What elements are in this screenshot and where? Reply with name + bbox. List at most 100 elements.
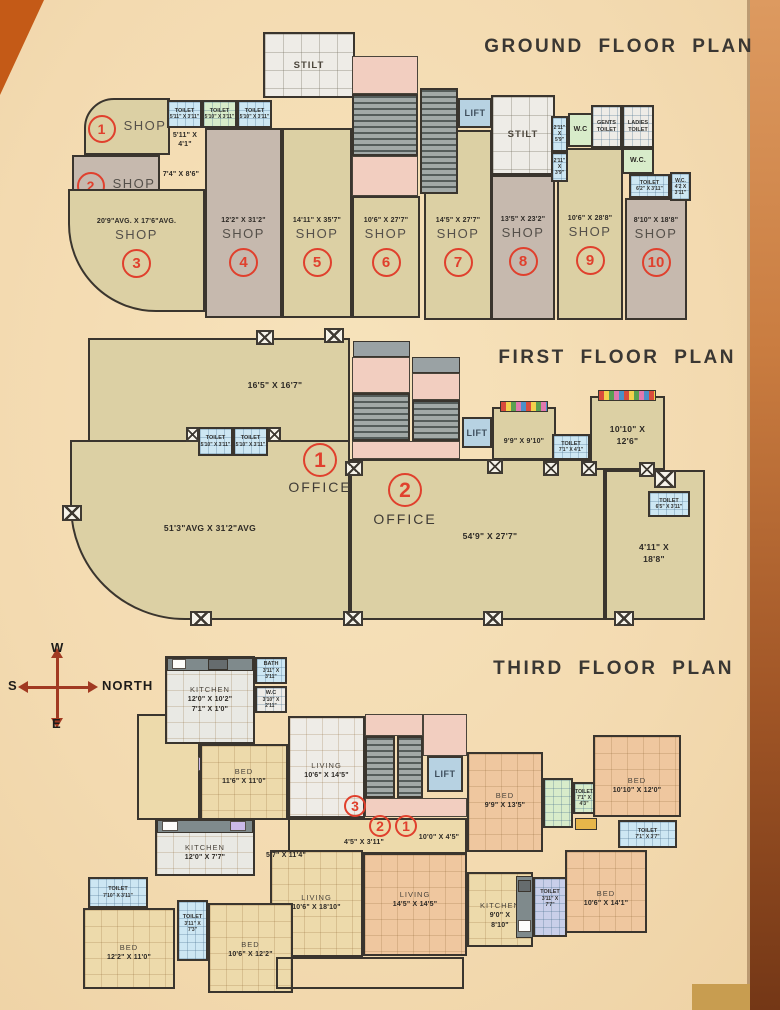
third-kitchen-2-label: 12'0" X 7'7" (184, 854, 226, 862)
third-kitchen-2: KITCHEN 12'0" X 7'7" (155, 818, 255, 876)
first-stairs-f1 (352, 393, 410, 441)
ground-shop-7-label: SHOP (436, 226, 480, 242)
third-stove-fixture (208, 659, 228, 670)
ground-shop-6-label: 10'6" X 27'7" (363, 217, 409, 224)
third-dim-10-0x4-5: 10'0" X 4'5" (402, 833, 476, 842)
first-floor-title: FIRST FLOOR PLAN (498, 347, 736, 368)
third-bath-1-label: 3'11" X (262, 667, 280, 674)
third-wc-3-label: 3'10" X (262, 696, 280, 703)
third-bed-6-label: 10'6" X 12'2" (228, 951, 273, 959)
third-flat-marker-2: 2 (369, 815, 391, 837)
first-window-box (345, 461, 363, 476)
ground-ladies-toilet-label: TOILET (628, 126, 648, 133)
third-living-1-label: 10'6" X 14'5" (304, 772, 349, 780)
third-living-3-label: 10'6" X 18'10" (292, 904, 341, 912)
third-bed-1-label: BED (234, 767, 254, 776)
ground-duct-2-11x5-9-label: 5'9" (554, 137, 565, 143)
first-dim-4-11-label: 18'8" (643, 553, 665, 564)
ground-duct-2-11x3-9-label: 3'9" (554, 170, 565, 176)
ground-duct-2-11x5-9-label: 2'11" (553, 125, 566, 131)
first-lift-first: LIFT (462, 417, 492, 448)
third-bed-2-label: BED (495, 791, 515, 800)
ground-shop-3-marker: 3 (122, 249, 151, 279)
third-toilet-3-11x7-7-label: TOILET (540, 889, 560, 895)
first-dim-4-11-label: 4'11" X (639, 542, 669, 552)
first-window-box (614, 611, 634, 626)
third-toilet-3-11x7-7-label: 7'7" (545, 901, 555, 908)
third-kitchen-2-label: KITCHEN (185, 843, 225, 852)
third-lift-third: LIFT (427, 756, 463, 792)
ground-toilet-g3-label: TOILET (244, 107, 265, 114)
ground-dim-5-11x4-1-label: 5'11" X (172, 132, 198, 139)
ground-duct-2-11x3-9-label: 2'11" (553, 158, 566, 164)
page-corner-decoration (0, 0, 44, 95)
ground-stilt-area-2: STILT (491, 95, 555, 175)
third-floor-title: THIRD FLOOR PLAN (493, 658, 734, 679)
ground-shop-6-marker: 6 (371, 248, 401, 278)
third-bed-2: BED 9'9" X 13'5" (467, 752, 543, 852)
third-bed-2-label: 9'9" X 13'5" (484, 802, 526, 810)
ground-floor-title: GROUND FLOOR PLAN (484, 36, 754, 57)
compass: W S NORTH E (8, 640, 152, 732)
ground-shop-7-label: 14'5" X 27'7" (435, 217, 481, 224)
first-dim-51-3-label: 51'3"AVG X 31'2"AVG (163, 523, 257, 533)
third-wc-3-label: 2'11" (265, 702, 277, 709)
first-office-1-label-label: OFFICE (288, 479, 352, 495)
third-kitchen-1-label: KITCHEN (190, 685, 230, 694)
third-bed-3-label: BED (627, 776, 647, 785)
ground-gents-toilet-label: GENTS (597, 119, 616, 126)
ground-shop-4-label: 12'2" X 31'2" (221, 217, 266, 224)
first-stairs-f2 (412, 400, 460, 441)
ground-dim-7-4x8-6: 7'4" X 8'6" (150, 170, 212, 179)
third-toilet-7-10-label: 7'10" X 3'11" (103, 892, 133, 899)
first-window-box (343, 611, 363, 626)
compass-arrow-up-icon (51, 648, 63, 658)
ground-shop-5-label: 14'11" X 35'7" (292, 217, 342, 224)
third-kitchen-3-label: KITCHEN (480, 901, 520, 910)
third-living-2-label: 14'5" X 14'5" (392, 901, 438, 909)
first-dim-54-9: 54'9" X 27'7" (425, 531, 555, 543)
third-dim-5-7x11-4-label: 5'7" X 11'4" (265, 852, 306, 859)
first-dim-54-9-label: 54'9" X 27'7" (462, 531, 518, 541)
first-toilet-f4-label: 6'5" X 3'11" (655, 504, 683, 511)
page-edge-band (750, 0, 780, 1010)
first-room-10-10-label: 12'6" (616, 435, 639, 446)
compass-south-label: S (8, 678, 17, 693)
ground-ladies-toilet-label: LADIES (627, 119, 649, 126)
first-toilet-f4-label: TOILET (659, 497, 679, 504)
first-office-2-marker: 2 (388, 473, 422, 507)
ground-wc-1: W.C (568, 113, 593, 147)
ground-stairs-b (420, 88, 458, 194)
third-bath-2 (543, 778, 573, 828)
third-kitchen-1-label: 12'0" X 10'2" (187, 696, 233, 704)
ground-wc-1-label: W.C (573, 126, 588, 134)
ground-dim-7-4x8-6-label: 7'4" X 8'6" (162, 171, 200, 178)
ground-toilet-g2-label: 5'10" X 3'11" (204, 114, 235, 121)
first-window-box (639, 462, 655, 477)
first-ledge-1 (353, 341, 410, 357)
ground-shop-8-label: 13'5" X 23'2" (500, 216, 546, 223)
first-flower-box-2 (598, 390, 656, 401)
ground-shop-7-marker: 7 (443, 248, 473, 278)
compass-west-label: W (51, 640, 64, 655)
first-window-box (190, 611, 212, 626)
third-sink-fixture (518, 920, 531, 932)
ground-wc-2-label: W.C. (630, 157, 646, 165)
ground-stilt-area-1: STILT (263, 32, 355, 98)
ground-shop-4-label: SHOP (222, 226, 265, 242)
